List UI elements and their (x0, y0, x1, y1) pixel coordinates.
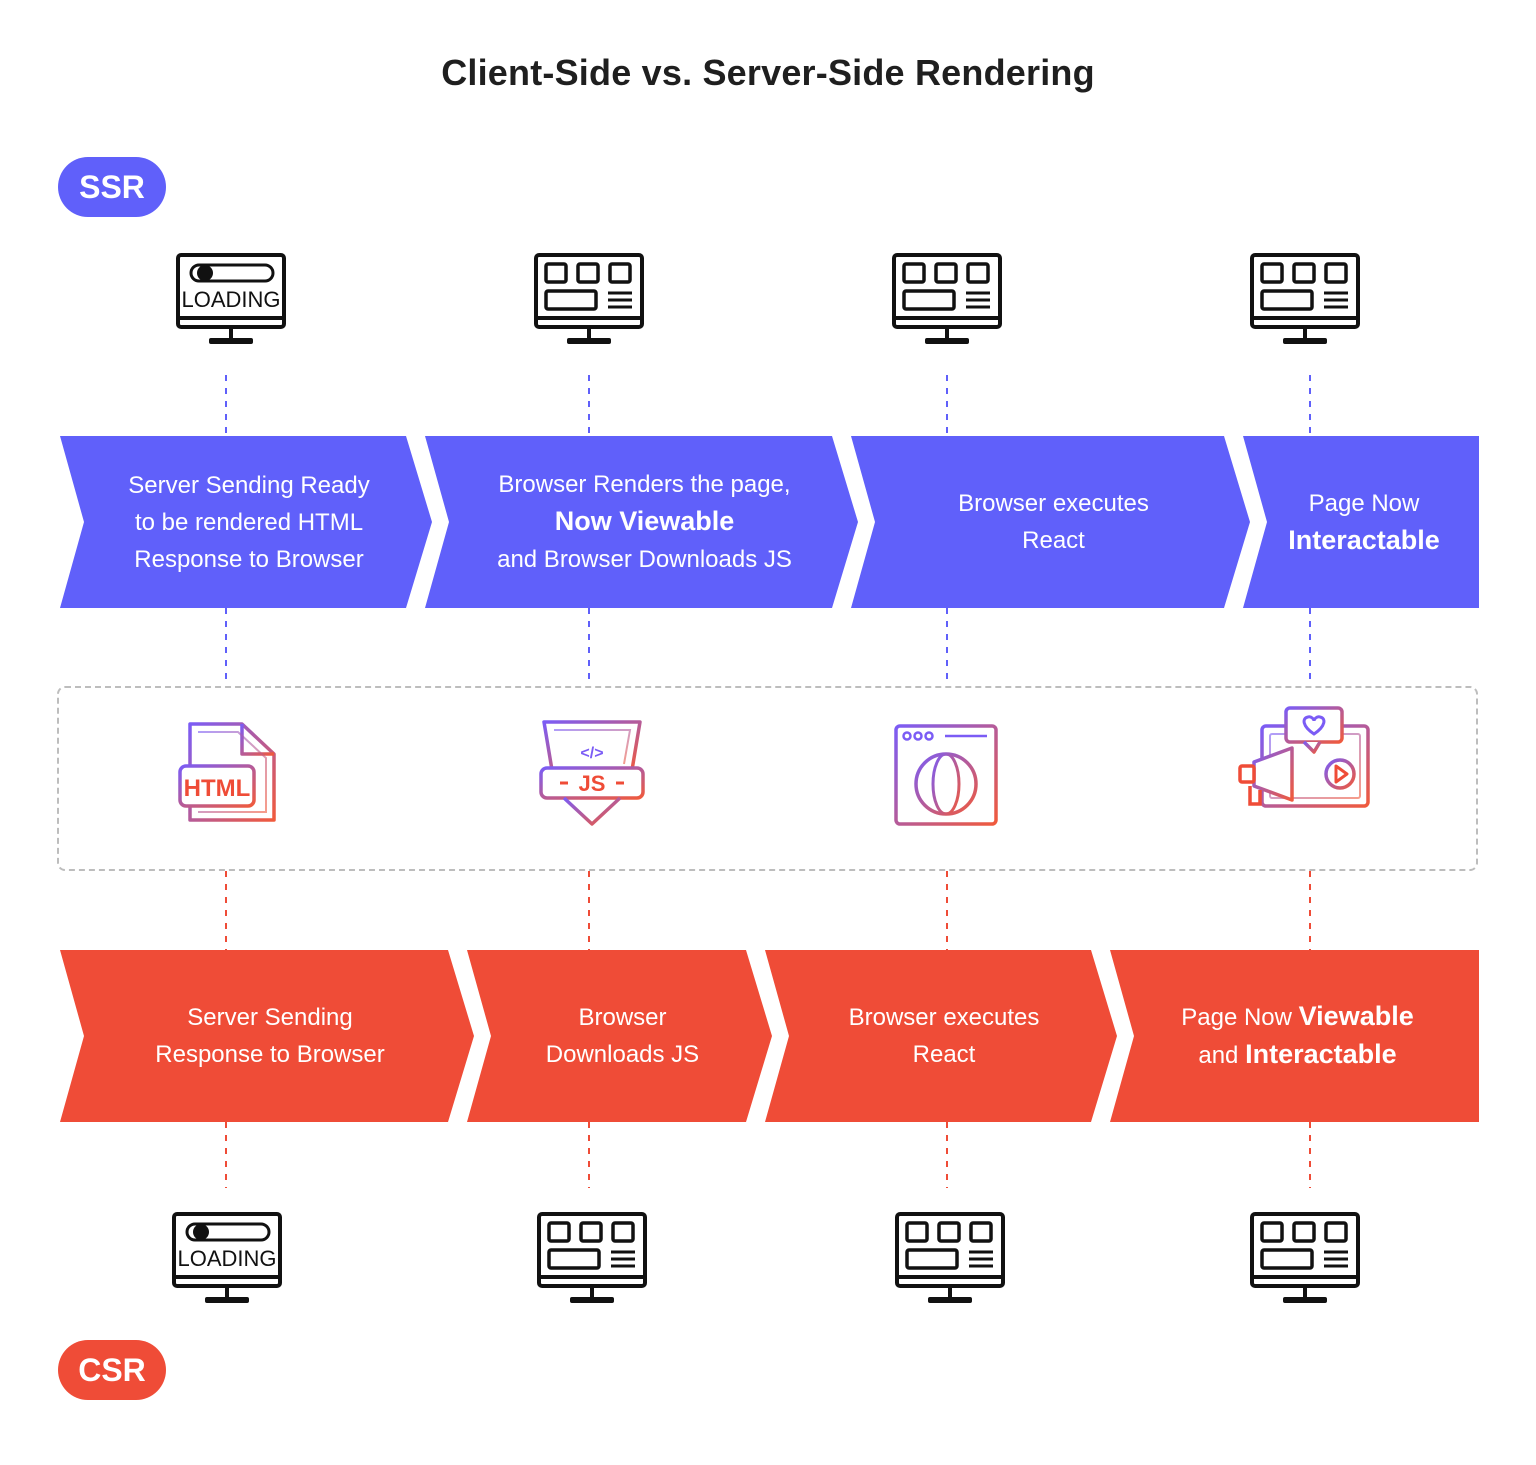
ssr-badge: SSR (58, 157, 166, 217)
step-label-line: Downloads JS (546, 1036, 699, 1073)
step-label-text: Server Sending (187, 1004, 353, 1031)
step-label-emphasis: Now Viewable (554, 506, 735, 536)
ssr-step-2: Browser Renders the page, Now Viewable and… (425, 436, 858, 608)
step-label-text: Browser Renders the page, (498, 471, 791, 498)
step-label-text: React (1022, 527, 1085, 554)
step-label-text: to be rendered HTML (134, 508, 364, 536)
step-label-line: Browser executes (958, 485, 1149, 522)
step-label-line: and Browser Downloads JS (497, 541, 792, 578)
step-label-line: Page Now (1309, 485, 1420, 522)
web-browser-globe-icon (894, 724, 998, 826)
ssr-step-1: Server Sending Ready to be rendered HTML R… (60, 436, 432, 608)
layout-monitor-icon (537, 1212, 647, 1303)
csr-badge: CSR (58, 1340, 166, 1400)
step-label-line: to be rendered HTML (135, 504, 363, 541)
step-label-text: Browser executes (848, 1004, 1040, 1031)
step-label-line: Browser Renders the page, (498, 466, 790, 503)
step-label-line: Interactable (1288, 522, 1440, 560)
step-label-text: Page Now (1308, 489, 1420, 517)
step-label-text: Page Now (1181, 1004, 1299, 1031)
loading-monitor-icon: LOADING (176, 253, 286, 344)
step-label-text: and Browser Downloads JS (497, 546, 792, 573)
step-label-emphasis: Interactable (1288, 524, 1440, 555)
step-label-text: Server Sending Ready (128, 471, 370, 499)
step-label-text: Response to Browser (134, 545, 364, 573)
step-label-line: Page Now Viewable (1181, 998, 1413, 1036)
step-label-text: Browser executes (958, 490, 1149, 517)
step-label-text: Browser (578, 1004, 667, 1031)
html-file-icon: HTML (178, 722, 276, 822)
step-label-line: Server Sending (187, 999, 352, 1036)
js-label: JS (579, 771, 606, 796)
layout-monitor-icon (892, 253, 1002, 344)
loading-monitor-icon: LOADING (172, 1212, 282, 1303)
diagram-title: Client-Side vs. Server-Side Rendering (441, 52, 1095, 93)
step-label-line: Browser executes (849, 999, 1040, 1036)
html-label: HTML (184, 775, 251, 802)
step-label-line: and Interactable (1198, 1036, 1396, 1074)
step-label-emphasis: Viewable (1298, 1001, 1414, 1031)
step-label-emphasis: Interactable (1245, 1039, 1397, 1069)
step-label-text: and (1198, 1042, 1246, 1069)
step-label-line: Now Viewable (555, 503, 735, 541)
layout-monitor-icon (895, 1212, 1005, 1303)
step-label-line: React (913, 1036, 976, 1073)
step-label-text: Downloads JS (545, 1041, 700, 1068)
step-label-line: Response to Browser (155, 1036, 384, 1073)
step-label-text: Response to Browser (155, 1041, 385, 1068)
js-file-icon: </> JS (539, 720, 645, 826)
step-label-line: Browser (578, 999, 666, 1036)
step-label-line: Server Sending Ready (128, 467, 369, 504)
layout-monitor-icon (1250, 253, 1360, 344)
loading-text: LOADING (177, 1246, 276, 1271)
code-label: </> (580, 745, 603, 762)
layout-monitor-icon (1250, 1212, 1360, 1303)
marketing-monitor-icon (1238, 706, 1370, 824)
step-label-text: React (912, 1041, 976, 1068)
shared-assets-box (57, 686, 1478, 871)
layout-monitor-icon (534, 253, 644, 344)
step-label-line: Response to Browser (134, 541, 363, 578)
loading-text: LOADING (181, 287, 280, 312)
step-label-line: React (1022, 522, 1085, 559)
